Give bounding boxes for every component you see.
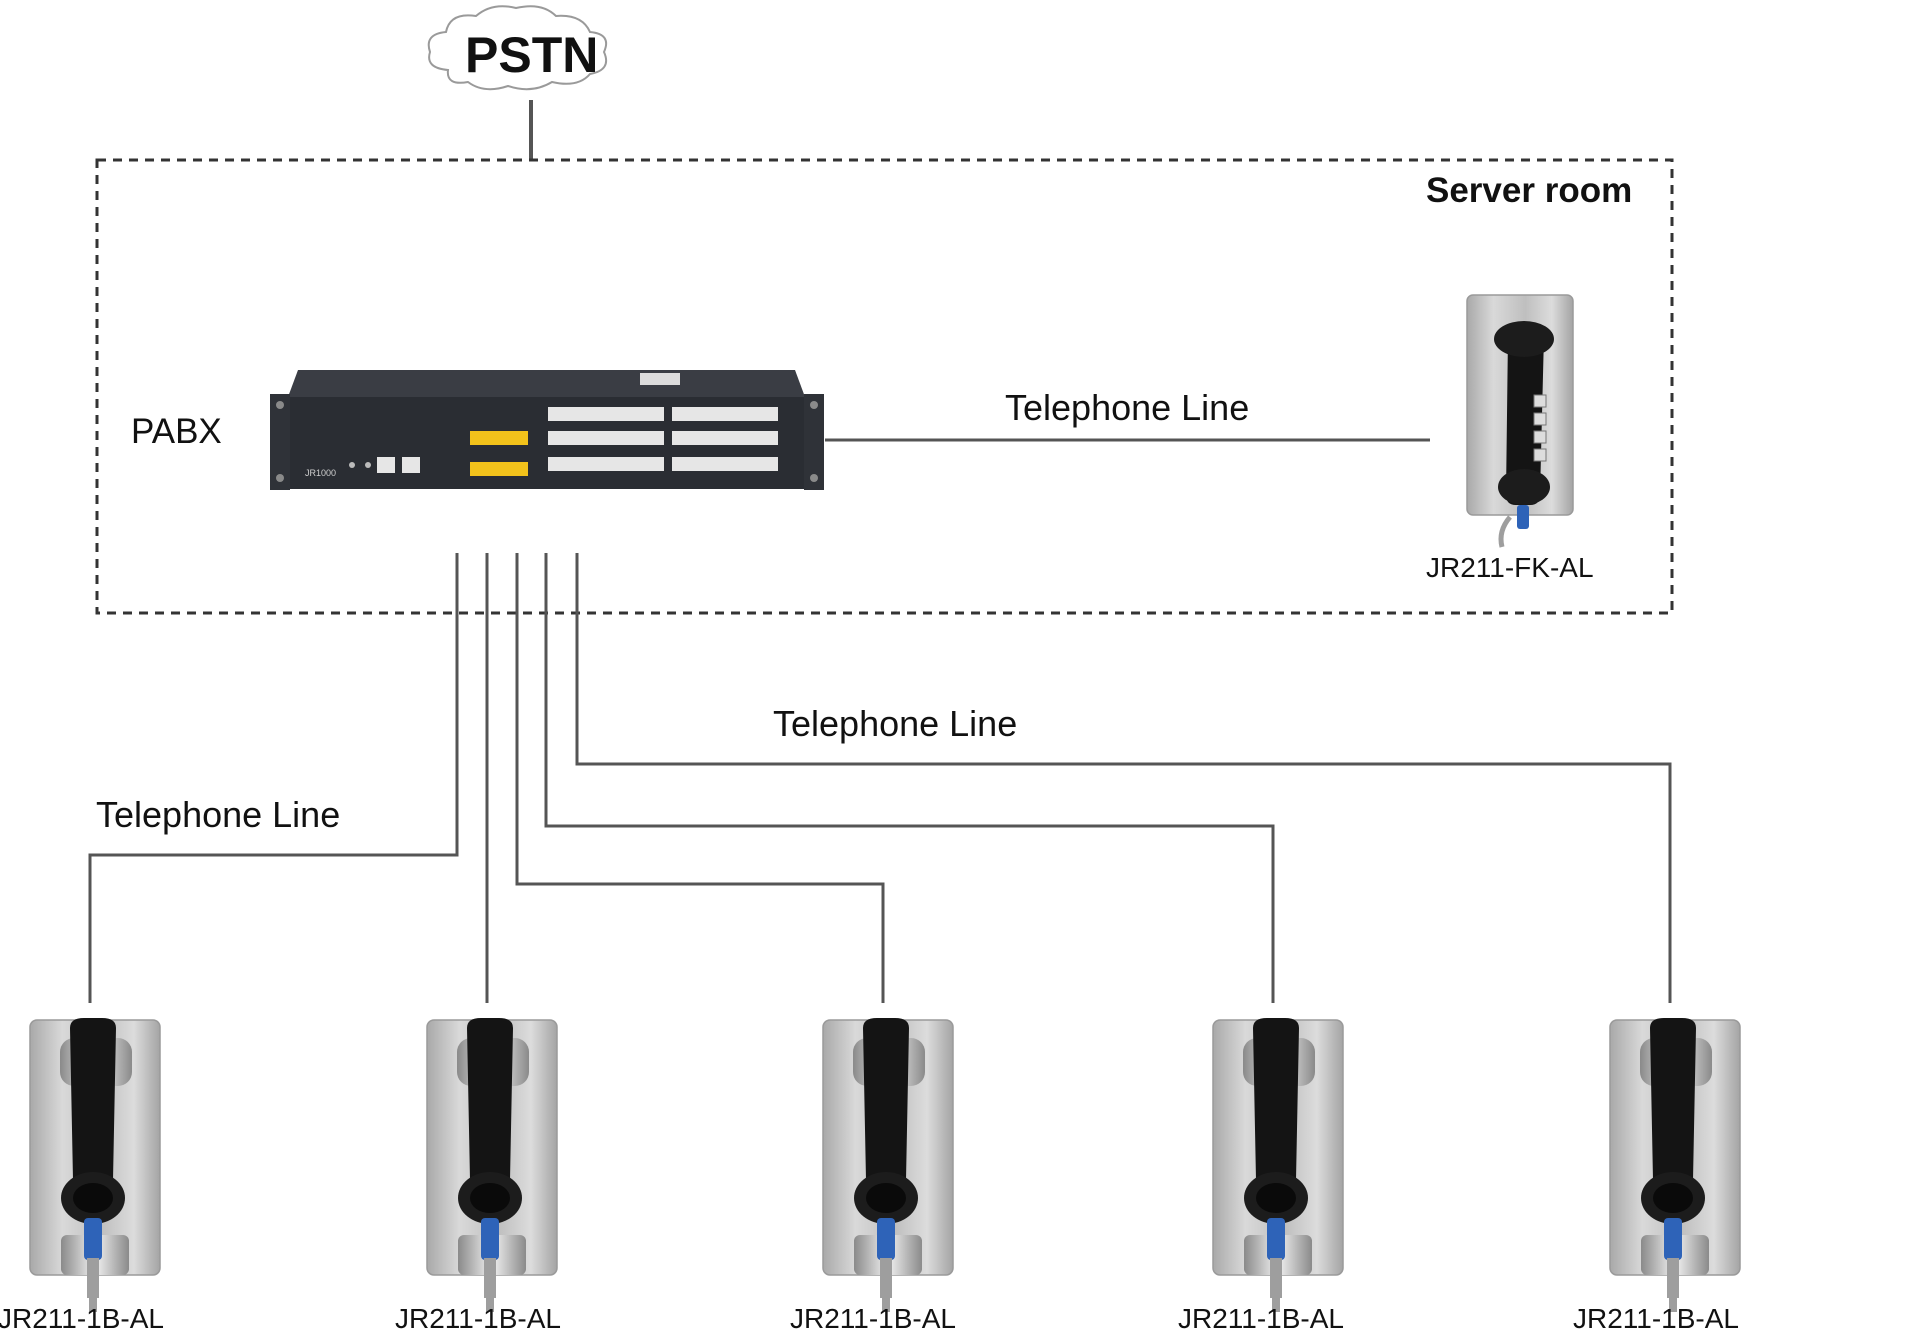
pstn-label: PSTN bbox=[465, 27, 599, 83]
server-room-line-label: Telephone Line bbox=[1005, 387, 1250, 428]
phone-0-label: JR211-1B-AL bbox=[0, 1303, 165, 1334]
pstn-cloud bbox=[427, 5, 608, 91]
phone-fk-al bbox=[1467, 295, 1573, 547]
phone-4-label: JR211-1B-AL bbox=[1573, 1303, 1740, 1334]
field-line-label-right: Telephone Line bbox=[773, 703, 1018, 744]
phone-0 bbox=[30, 1018, 160, 1312]
field-line-4 bbox=[575, 553, 1672, 1003]
pabx-model-label: JR1000 bbox=[305, 468, 336, 478]
field-lines bbox=[88, 553, 1672, 1003]
phone-2-label: JR211-1B-AL bbox=[790, 1303, 957, 1334]
phone-4 bbox=[1610, 1018, 1740, 1312]
pabx-label: PABX bbox=[131, 412, 222, 451]
field-line-3 bbox=[544, 553, 1275, 1003]
phone-2 bbox=[823, 1018, 953, 1312]
phone-fk-al-label: JR211-FK-AL bbox=[1426, 552, 1594, 583]
phone-1-label: JR211-1B-AL bbox=[395, 1303, 562, 1334]
phone-3-label: JR211-1B-AL bbox=[1178, 1303, 1345, 1334]
server-room-boundary bbox=[95, 158, 1674, 615]
field-line-label-left: Telephone Line bbox=[96, 794, 341, 835]
pabx-device: JR1000 bbox=[270, 370, 824, 490]
server-room-label: Server room bbox=[1426, 171, 1633, 210]
phone-3 bbox=[1213, 1018, 1343, 1312]
field-line-2 bbox=[515, 553, 885, 1003]
phone-1 bbox=[427, 1018, 557, 1312]
field-line-0 bbox=[88, 553, 459, 1003]
